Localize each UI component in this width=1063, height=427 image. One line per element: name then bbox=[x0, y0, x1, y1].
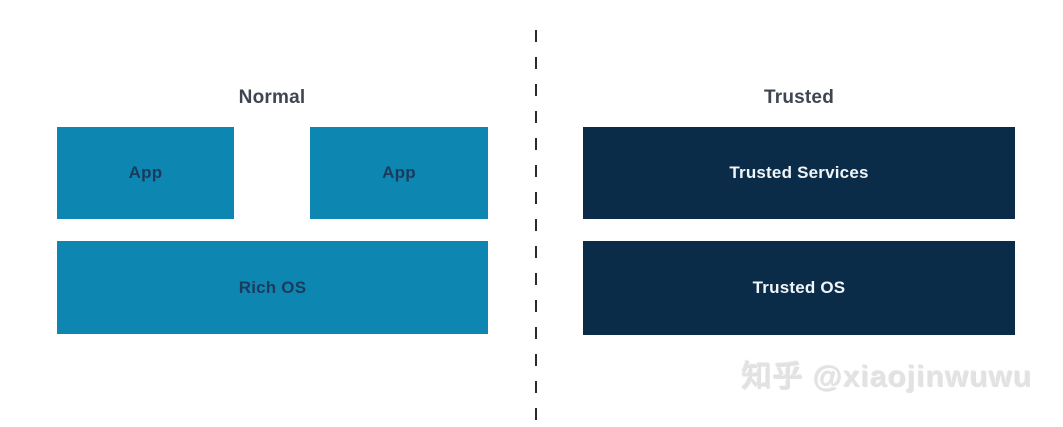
app-box-2-label: App bbox=[382, 163, 416, 182]
app-box-1: App bbox=[57, 127, 234, 219]
world-divider-dashed-line bbox=[535, 30, 537, 422]
trusted-os-box: Trusted OS bbox=[583, 241, 1015, 335]
app-box-1-label: App bbox=[128, 163, 163, 182]
rich-os-box-label: Rich OS bbox=[238, 277, 307, 297]
trusted-services-box: Trusted Services bbox=[583, 127, 1015, 219]
trusted-world-title: Trusted bbox=[763, 87, 835, 108]
trusted-os-box-label: Trusted OS bbox=[752, 278, 846, 297]
rich-os-box: Rich OS bbox=[57, 241, 488, 334]
trusted-services-box-label: Trusted Services bbox=[729, 163, 869, 182]
watermark: 知乎 @xiaojinwuwu bbox=[742, 361, 1033, 394]
normal-world-title: Normal bbox=[238, 87, 306, 108]
app-box-2: App bbox=[310, 127, 488, 219]
